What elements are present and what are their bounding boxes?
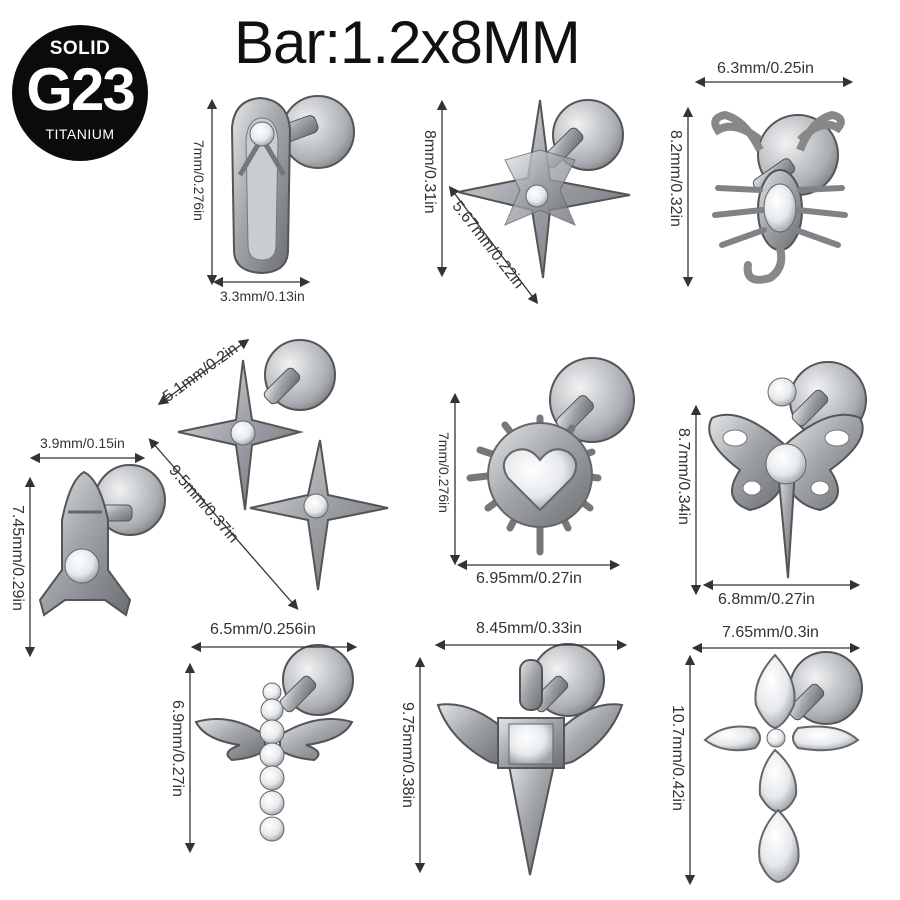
page-title: Bar:1.2x8MM bbox=[234, 9, 581, 76]
winged-cross-height-label: 6.9mm/0.27in bbox=[169, 700, 186, 797]
scorpion-height-label: 8.2mm/0.32in bbox=[667, 130, 684, 227]
heart-width-label: 6.95mm/0.27in bbox=[476, 570, 582, 587]
sun-heart-piece bbox=[466, 357, 635, 556]
flipflop-height-label: 7mm/0.276in bbox=[191, 140, 207, 221]
rocket-piece bbox=[38, 464, 166, 617]
scorpion-piece bbox=[711, 110, 848, 284]
badge-grade-text: G23 bbox=[26, 56, 135, 123]
heart-height-label: 7mm/0.276in bbox=[436, 432, 452, 513]
dagger-width-label: 8.45mm/0.33in bbox=[476, 620, 582, 637]
cross-piece bbox=[703, 651, 863, 884]
star-height-label: 8mm/0.31in bbox=[421, 130, 438, 214]
dagger-piece bbox=[436, 643, 624, 876]
dagger-height-label: 9.75mm/0.38in bbox=[399, 702, 416, 808]
flipflop-piece bbox=[230, 95, 355, 275]
cross-height-label: 10.7mm/0.42in bbox=[669, 705, 686, 811]
butterfly-height-label: 8.7mm/0.34in bbox=[675, 428, 692, 525]
winged-cross-width-label: 6.5mm/0.256in bbox=[210, 621, 316, 638]
flipflop-width-label: 3.3mm/0.13in bbox=[220, 288, 305, 304]
badge-bottom-text: TITANIUM bbox=[45, 126, 115, 142]
scorpion-width-label: 6.3mm/0.25in bbox=[717, 60, 814, 77]
butterfly-piece bbox=[708, 361, 867, 579]
butterfly-width-label: 6.8mm/0.27in bbox=[718, 591, 815, 608]
g23-titanium-badge: SOLID G23 TITANIUM bbox=[12, 25, 148, 161]
twin-star-piece bbox=[177, 339, 389, 591]
badge-top-text: SOLID bbox=[49, 38, 111, 59]
rocket-height-label: 7.45mm/0.29in bbox=[9, 505, 26, 611]
winged-cross-piece bbox=[194, 644, 354, 842]
rocket-width-label: 3.9mm/0.15in bbox=[40, 435, 125, 451]
cross-width-label: 7.65mm/0.3in bbox=[722, 624, 819, 641]
